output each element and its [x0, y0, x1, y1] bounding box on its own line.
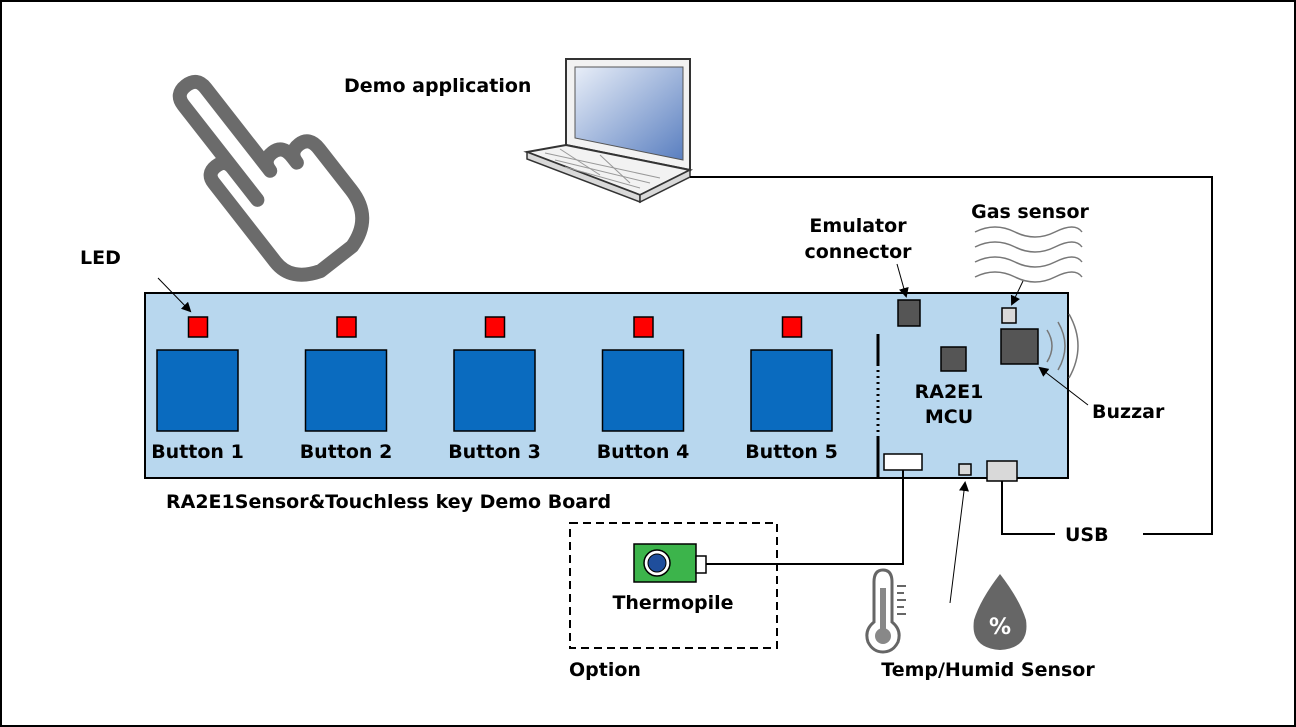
thermometer-icon	[865, 568, 906, 654]
button-label-1: Button 1	[151, 441, 244, 463]
buzzer	[1000, 328, 1039, 365]
temp-humid-sensor	[958, 463, 972, 476]
touch-button-2[interactable]	[304, 349, 388, 432]
demo-application-label: Demo application	[344, 75, 531, 97]
pointing-hand-icon	[172, 74, 370, 282]
buzzar-label: Buzzar	[1092, 401, 1165, 423]
board-name-label: RA2E1Sensor&Touchless key Demo Board	[166, 491, 611, 513]
led-label: LED	[80, 247, 121, 269]
humidity-drop-icon: %	[973, 574, 1027, 650]
mcu-chip	[940, 346, 967, 372]
led-4	[633, 316, 654, 338]
led-2	[336, 316, 357, 338]
thermopile-icon	[633, 543, 707, 583]
emulator-label-line1: Emulator	[809, 215, 907, 237]
led-5	[781, 316, 803, 338]
button-label-4: Button 4	[597, 441, 690, 463]
gas-sensor	[1001, 307, 1017, 324]
gas-waves-icon	[974, 226, 1083, 283]
temp-humid-label: Temp/Humid Sensor	[881, 659, 1095, 681]
option-box	[569, 522, 778, 649]
sound-waves-icon	[1046, 313, 1079, 379]
humidity-percent: %	[989, 615, 1011, 640]
touch-buttons: Button 1 Button 2 Button 3 Button 4 Button 5	[151, 316, 838, 463]
mcu-label-line1: RA2E1	[915, 381, 984, 403]
touch-button-5[interactable]	[750, 349, 833, 432]
thermopile-cable	[706, 470, 904, 565]
emulator-connector	[897, 299, 921, 327]
option-label: Option	[569, 659, 641, 681]
button-label-3: Button 3	[448, 441, 541, 463]
usb-label: USB	[1065, 524, 1109, 546]
usb-connector	[986, 460, 1018, 482]
led-1	[187, 316, 209, 338]
usb-cable-right	[690, 176, 1213, 535]
button-label-5: Button 5	[745, 441, 838, 463]
gas-sensor-label: Gas sensor	[971, 201, 1089, 223]
button-label-2: Button 2	[300, 441, 393, 463]
mcu-label-line2: MCU	[925, 406, 973, 428]
laptop-icon	[523, 58, 694, 204]
thermopile-connector	[883, 453, 923, 471]
emulator-label-line2: connector	[804, 241, 912, 263]
thermopile-label: Thermopile	[612, 592, 733, 614]
usb-cable-left	[1001, 481, 1055, 535]
touch-button-4[interactable]	[601, 349, 685, 432]
touch-button-3[interactable]	[453, 349, 536, 432]
touch-button-1[interactable]	[156, 349, 239, 432]
led-3	[484, 316, 506, 338]
